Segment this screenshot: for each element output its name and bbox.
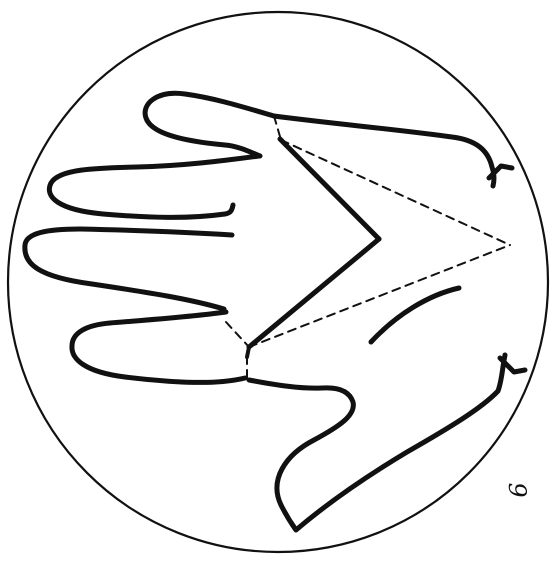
figure-number: 6 [506,482,531,498]
lower-finger-outline [72,312,245,382]
top-finger-outline [49,156,259,217]
dashed-line-left-short [226,322,249,347]
palm-lines [247,139,379,357]
middle-finger-outline [25,229,232,309]
hand-outline [25,93,525,530]
dashed-line-top-short [274,116,281,140]
upper-palm-line [280,139,379,239]
dashed-line-upper [281,140,510,245]
palm-crease-right [371,288,459,342]
thumb-and-top-edge [145,93,274,156]
lower-palm-line [249,239,379,347]
wrist-outline [249,355,505,530]
